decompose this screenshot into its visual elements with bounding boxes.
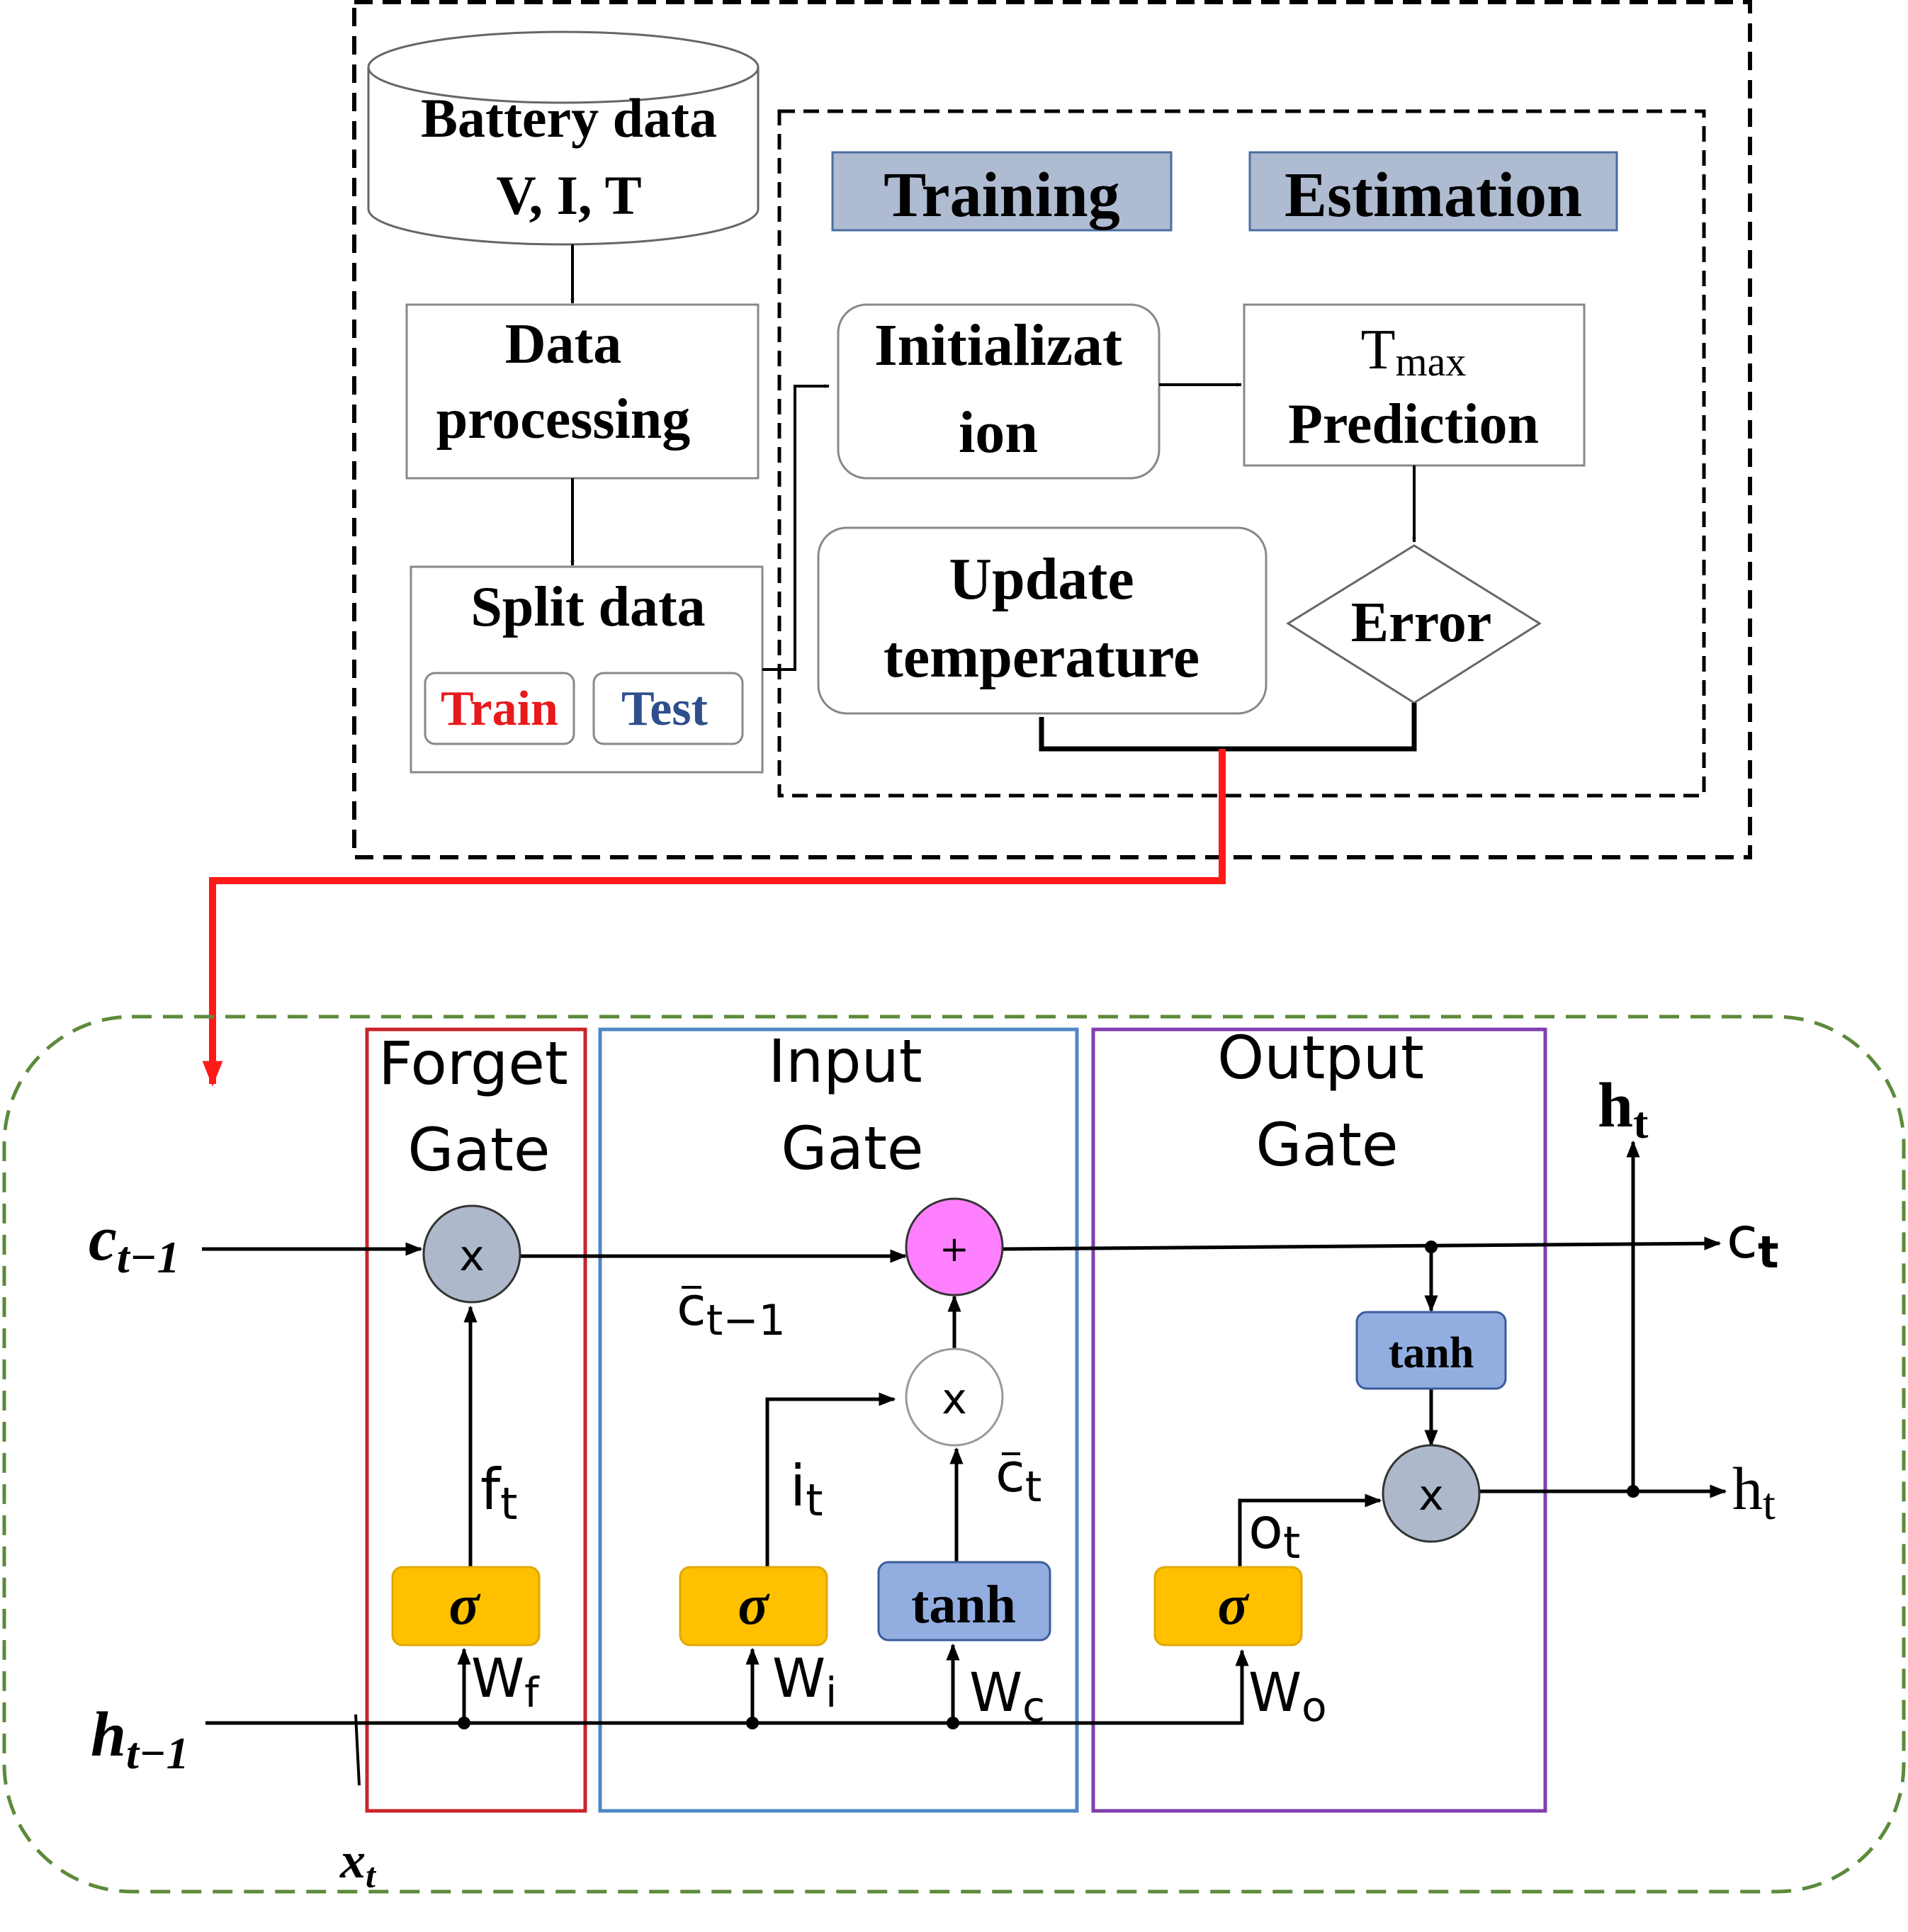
forget-multiply-node: x [422, 1204, 521, 1304]
svg-text:Tmax: Tmax [1361, 319, 1467, 385]
c-t-output-label: ct [1727, 1205, 1779, 1278]
svg-text:Data: Data [505, 313, 621, 375]
input-gate-title: Input [768, 1027, 922, 1096]
svg-text:x: x [942, 1374, 967, 1424]
battery-data-label: Battery data [421, 87, 717, 149]
c-bar-prev-label: ct−1 [677, 1275, 786, 1345]
svg-text:Update: Update [949, 546, 1134, 612]
w-o-label: Wo [1248, 1661, 1327, 1731]
initialization-box: Initializat ion [837, 303, 1161, 480]
split-data-box: Split data Train Test [410, 565, 764, 774]
svg-text:Split data: Split data [470, 576, 705, 638]
forget-gate-box [365, 1027, 587, 1813]
o-t-label: ot [1248, 1496, 1300, 1569]
f-t-label: ft [480, 1457, 517, 1530]
output-gate-title-2: Gate [1255, 1110, 1398, 1180]
h-prev-label: ht−1 [91, 1700, 189, 1778]
svg-text:ion: ion [959, 400, 1038, 465]
error-diamond: Error [1286, 544, 1542, 704]
output-multiply-node: x [1382, 1444, 1481, 1543]
data-processing-box: Data processing [405, 303, 760, 480]
svg-text:σ: σ [1217, 1574, 1249, 1637]
lstm-cell: Forget Gate Input Gate Output Gate [2, 1015, 1906, 1895]
forget-sigma-block: σ [391, 1566, 541, 1646]
svg-text:σ: σ [738, 1574, 769, 1637]
forget-gate-title-2: Gate [407, 1115, 550, 1185]
c-bar-t-label: ct [995, 1441, 1042, 1512]
outer-dashed-frame [352, 0, 1752, 859]
battery-variables-label: V, I, T [496, 164, 641, 226]
input-gate-box [598, 1027, 1079, 1813]
input-gate-title-2: Gate [781, 1114, 923, 1183]
svg-text:tanh: tanh [911, 1575, 1016, 1634]
output-gate-title: Output [1217, 1023, 1424, 1092]
output-tanh-block: tanh [1355, 1311, 1507, 1390]
input-multiply-node: x [905, 1348, 1004, 1447]
flowchart: Battery data V, I, T Data processing Spl… [202, 0, 1752, 1087]
h-t-top-label: ht [1598, 1070, 1649, 1148]
svg-text:x: x [1418, 1471, 1444, 1520]
flowchart-connectors [570, 244, 1417, 752]
training-estimation-frame [777, 109, 1706, 798]
test-box [592, 672, 744, 745]
svg-text:ct−1: ct−1 [677, 1275, 786, 1345]
i-t-label: it [790, 1453, 823, 1526]
h-input-junction-forget [458, 1717, 470, 1729]
svg-text:tanh: tanh [1389, 1329, 1474, 1377]
w-c-label: Wc [969, 1661, 1045, 1731]
svg-text:processing: processing [436, 388, 691, 451]
h-output-junction [1627, 1485, 1639, 1498]
svg-text:Initializat: Initializat [874, 312, 1122, 378]
h-t-output-label: ht [1732, 1454, 1776, 1529]
tmax-prediction-box: Tmax Prediction [1243, 303, 1586, 467]
lstm-connectors [202, 1140, 1727, 1786]
lstm-dashed-border [2, 1015, 1906, 1894]
train-box [424, 672, 575, 745]
svg-text:Training: Training [884, 160, 1119, 230]
svg-text:Prediction: Prediction [1288, 393, 1539, 456]
cell-state-junction [1425, 1241, 1438, 1253]
output-gate-box [1091, 1027, 1547, 1813]
update-temperature-box: Update temperature [817, 526, 1268, 715]
w-f-label: Wf [471, 1646, 540, 1717]
battery-data-cylinder: Battery data V, I, T [367, 30, 760, 246]
svg-text:Error: Error [1351, 592, 1491, 654]
svg-text:+: + [939, 1228, 969, 1270]
svg-text:ct: ct [995, 1441, 1042, 1512]
svg-text:σ: σ [448, 1574, 480, 1637]
svg-text:Estimation: Estimation [1285, 160, 1582, 230]
svg-text:temperature: temperature [884, 624, 1199, 690]
train-label: Train [441, 682, 558, 736]
x-t-label: xt [339, 1832, 377, 1895]
input-tanh-block: tanh [877, 1561, 1051, 1642]
w-i-label: Wi [772, 1646, 837, 1717]
h-input-junction-tanh [947, 1717, 959, 1729]
estimation-header: Estimation [1248, 151, 1618, 232]
output-sigma-block: σ [1153, 1566, 1303, 1646]
cell-add-node: + [905, 1197, 1004, 1297]
red-link-arrow [202, 749, 1226, 1087]
forget-gate-title: Forget [378, 1029, 568, 1098]
h-input-junction-input [746, 1717, 759, 1729]
test-label: Test [621, 682, 708, 736]
input-sigma-block: σ [679, 1566, 828, 1646]
c-prev-label: ct−1 [89, 1204, 180, 1282]
svg-text:x: x [459, 1231, 485, 1281]
training-header: Training [831, 151, 1173, 232]
